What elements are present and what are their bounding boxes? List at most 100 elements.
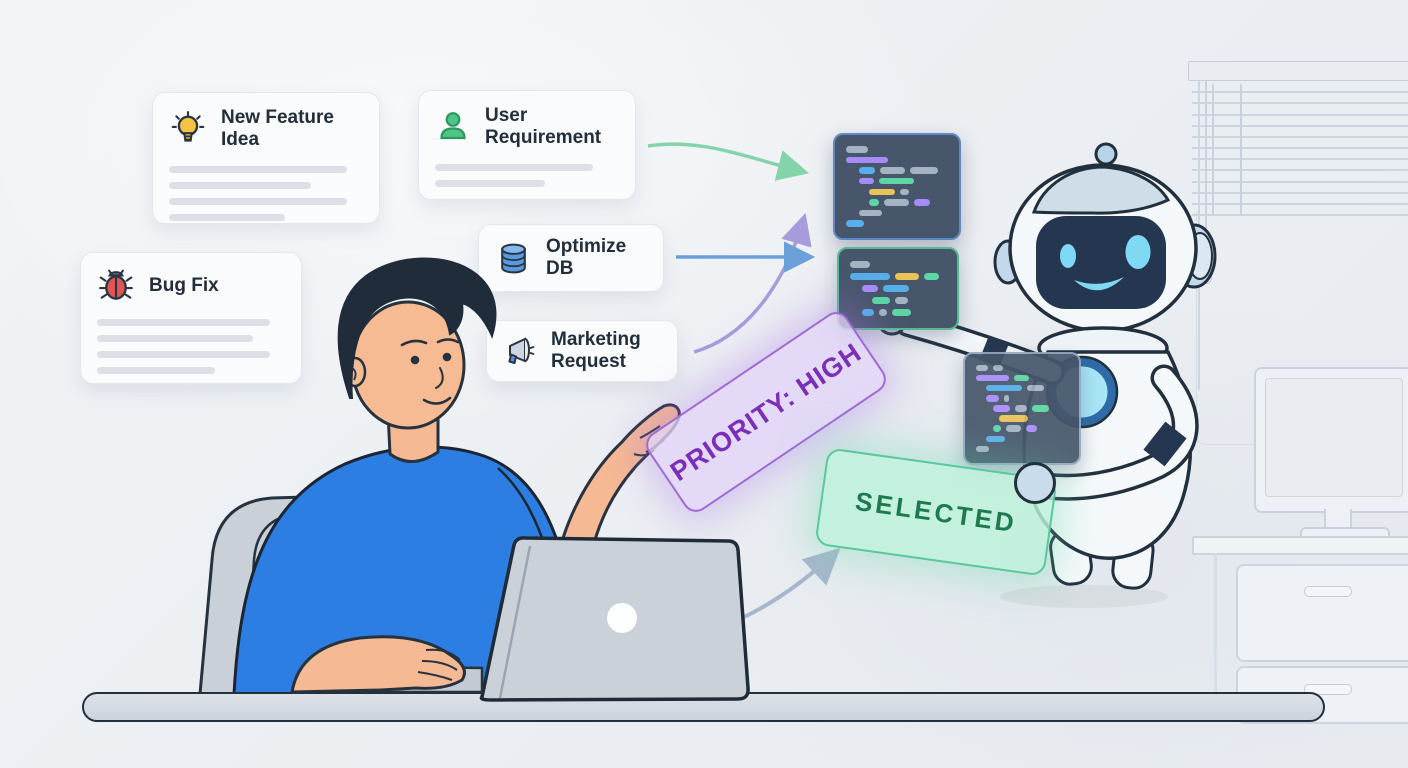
code-token xyxy=(1027,384,1044,392)
blind-slat xyxy=(1192,160,1408,172)
code-token xyxy=(846,146,868,153)
blinds-rail xyxy=(1240,84,1242,214)
code-token xyxy=(976,374,1009,382)
code-token xyxy=(895,273,919,280)
code-line xyxy=(976,374,1068,382)
side-desk-surface xyxy=(1192,536,1408,555)
side-desk-leg xyxy=(1214,553,1217,693)
code-token xyxy=(924,273,939,280)
code-token xyxy=(879,309,887,316)
card-title: Marketing Request xyxy=(551,328,641,372)
placeholder-line xyxy=(97,367,216,374)
card-title: Bug Fix xyxy=(149,274,219,296)
eyebrow xyxy=(436,338,460,344)
blind-slat xyxy=(1192,171,1408,183)
code-token xyxy=(862,309,874,316)
window-blinds xyxy=(1192,82,1408,217)
robot-hand-right xyxy=(1014,462,1056,504)
code-token xyxy=(910,167,938,174)
code-token xyxy=(859,209,882,217)
nose xyxy=(435,367,444,389)
code-line xyxy=(986,384,1068,392)
code-token xyxy=(846,220,864,227)
code-token xyxy=(976,445,989,453)
blinds-rail xyxy=(1212,84,1214,214)
code-token xyxy=(1014,374,1029,382)
blind-slat xyxy=(1192,104,1408,116)
placeholder-line xyxy=(97,319,270,326)
code-line xyxy=(976,445,1068,453)
code-token xyxy=(1006,425,1021,432)
hand xyxy=(290,635,466,694)
placeholder-line xyxy=(435,179,546,187)
code-line xyxy=(986,395,1068,402)
code-line xyxy=(993,425,1068,432)
placeholder-line xyxy=(169,213,286,221)
code-line xyxy=(859,167,948,174)
desktop-monitor xyxy=(1254,367,1408,513)
code-token xyxy=(993,405,1010,412)
eyebrow xyxy=(400,339,428,347)
code-token xyxy=(914,199,930,206)
placeholder-text-lines xyxy=(169,165,363,221)
code-token xyxy=(993,364,1003,372)
code-token xyxy=(1015,405,1027,412)
card-title: New Feature Idea xyxy=(221,107,334,151)
placeholder-text-lines xyxy=(97,319,285,374)
placeholder-line xyxy=(435,163,594,171)
code-token xyxy=(869,199,879,206)
code-line xyxy=(850,273,946,280)
card-bug-fix: Bug Fix xyxy=(80,252,302,384)
code-token xyxy=(869,188,895,196)
code-line xyxy=(999,415,1068,422)
code-line xyxy=(872,297,946,304)
card-title: Optimize DB xyxy=(546,235,627,279)
code-token xyxy=(895,297,908,304)
code-line xyxy=(869,188,948,196)
code-token xyxy=(993,425,1001,432)
code-token xyxy=(883,285,909,292)
placeholder-line xyxy=(97,335,254,342)
code-token xyxy=(900,188,909,196)
arrow-user-requirement-to-code xyxy=(647,142,810,181)
code-token xyxy=(1004,395,1009,402)
code-token xyxy=(1026,425,1037,432)
robot-head-panel xyxy=(1031,165,1171,215)
bug-icon xyxy=(97,267,135,305)
monitor-screen xyxy=(1265,378,1403,497)
ear-line xyxy=(351,367,357,381)
person-head xyxy=(337,257,497,463)
laptop-lid-edge xyxy=(498,545,532,699)
code-line xyxy=(862,285,946,292)
robot-smile xyxy=(1074,277,1124,291)
code-line xyxy=(986,435,1068,443)
code-token xyxy=(892,309,911,316)
lightbulb-icon xyxy=(169,110,207,148)
robot-shadow xyxy=(1000,585,1168,608)
user-icon xyxy=(435,109,471,145)
drawer-handle xyxy=(1304,684,1352,695)
code-line xyxy=(859,177,948,185)
code-token xyxy=(880,167,905,174)
code-token xyxy=(884,199,909,206)
card-title: User Requirement xyxy=(485,105,602,149)
code-line xyxy=(869,199,948,206)
blind-slat xyxy=(1192,127,1408,138)
robot-head xyxy=(1008,163,1198,333)
code-snippet-2 xyxy=(837,247,959,330)
code-token xyxy=(859,167,875,174)
placeholder-line xyxy=(169,181,311,189)
arrow-laptop-to-selected xyxy=(741,547,841,620)
hair xyxy=(337,257,497,399)
blind-slat xyxy=(1192,138,1408,150)
code-line xyxy=(850,261,946,268)
code-token xyxy=(986,395,999,402)
blind-slat xyxy=(1192,93,1408,105)
code-token xyxy=(859,177,874,185)
blinds-cord xyxy=(1205,80,1207,270)
code-token xyxy=(986,435,1005,443)
code-token xyxy=(862,285,878,292)
